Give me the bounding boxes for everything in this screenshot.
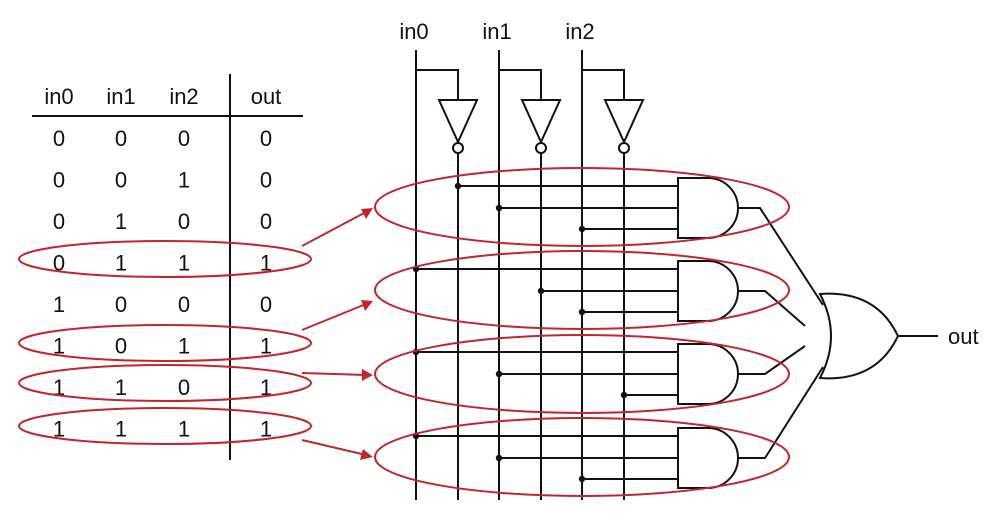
table-cell-out: 1 <box>260 334 272 359</box>
table-cell-in1: 1 <box>115 375 127 400</box>
row-highlight <box>18 240 312 278</box>
output-label: out <box>948 324 979 349</box>
table-cell-in2: 0 <box>178 292 190 317</box>
table-cell-in2: 1 <box>178 251 190 276</box>
table-cell-in1: 0 <box>115 334 127 359</box>
table-cell-in1: 1 <box>115 209 127 234</box>
table-highlights <box>18 240 312 445</box>
table-cell-in0: 0 <box>53 251 65 276</box>
row-to-gate-arrow <box>301 303 367 331</box>
table-header-in1: in1 <box>106 84 135 109</box>
circuit: in0 in1 in2 <box>399 19 979 500</box>
table-cell-in1: 0 <box>115 126 127 151</box>
gate-highlight <box>374 334 790 414</box>
table-cell-in0: 1 <box>53 375 65 400</box>
table-cell-in1: 0 <box>115 292 127 317</box>
and-gate-2 <box>677 260 739 322</box>
table-cell-in1: 1 <box>115 417 127 442</box>
and-gate-4 <box>677 427 739 489</box>
not-gate-in0 <box>437 99 479 154</box>
not-gate-in1 <box>520 99 562 154</box>
input-label-in0: in0 <box>399 19 428 44</box>
truth-table: in0 in1 in2 out 0 0 0 0 0 0 1 0 0 1 0 0 0 1 1 1 1 0 0 0 1 0 1 1… <box>32 74 303 460</box>
gate-highlight <box>374 250 790 330</box>
row-to-gate-arrow <box>301 211 367 247</box>
arrowhead <box>361 300 373 311</box>
input-label-in2: in2 <box>565 19 594 44</box>
table-cell-out: 0 <box>260 168 272 193</box>
arrowhead <box>360 449 373 460</box>
table-header-in2: in2 <box>169 84 198 109</box>
table-header-in0: in0 <box>44 84 73 109</box>
or-gate <box>818 292 900 380</box>
junction-dots <box>412 182 628 483</box>
row-to-gate-arrow <box>301 439 367 456</box>
gate-highlight <box>374 167 790 247</box>
table-cell-in0: 0 <box>53 126 65 151</box>
mapping-arrows <box>301 208 373 460</box>
table-cell-out: 1 <box>260 375 272 400</box>
table-cell-in0: 1 <box>53 334 65 359</box>
table-cell-out: 0 <box>260 126 272 151</box>
input-label-in1: in1 <box>482 19 511 44</box>
table-cell-out: 0 <box>260 209 272 234</box>
table-cell-in2: 1 <box>178 417 190 442</box>
and-gate-3 <box>677 343 739 405</box>
gate-highlight <box>374 417 790 497</box>
table-cell-out: 0 <box>260 292 272 317</box>
not-gate-in2 <box>603 99 645 154</box>
table-cell-in2: 0 <box>178 209 190 234</box>
and-gate-input-wires <box>416 185 678 480</box>
row-highlight <box>18 364 312 402</box>
row-highlight <box>18 407 312 445</box>
gate-highlights <box>374 167 790 497</box>
table-cell-in0: 0 <box>53 168 65 193</box>
and-gate-1 <box>677 177 739 239</box>
row-to-gate-arrow <box>301 372 367 376</box>
table-header-out: out <box>251 84 282 109</box>
table-cell-in2: 1 <box>178 334 190 359</box>
arrowhead <box>362 369 373 381</box>
in2-inverter-tap <box>582 69 625 100</box>
table-cell-in2: 0 <box>178 375 190 400</box>
table-cell-out: 1 <box>260 251 272 276</box>
in1-inverter-tap <box>499 69 542 100</box>
table-cell-in1: 0 <box>115 168 127 193</box>
table-cell-in2: 0 <box>178 126 190 151</box>
in0-inverter-tap <box>416 69 459 100</box>
table-cell-in0: 0 <box>53 209 65 234</box>
table-rows: 0 0 0 0 0 0 1 0 0 1 0 0 0 1 1 1 1 0 0 0 1 0 1 1 1 1 0 1 1 1 1 1 <box>53 126 272 442</box>
table-cell-in1: 1 <box>115 251 127 276</box>
table-cell-in0: 1 <box>53 292 65 317</box>
and-to-or-wires <box>738 207 824 459</box>
table-cell-out: 1 <box>260 417 272 442</box>
arrowhead <box>361 208 373 219</box>
table-cell-in0: 1 <box>53 417 65 442</box>
table-cell-in2: 1 <box>178 168 190 193</box>
row-highlight <box>18 324 312 362</box>
